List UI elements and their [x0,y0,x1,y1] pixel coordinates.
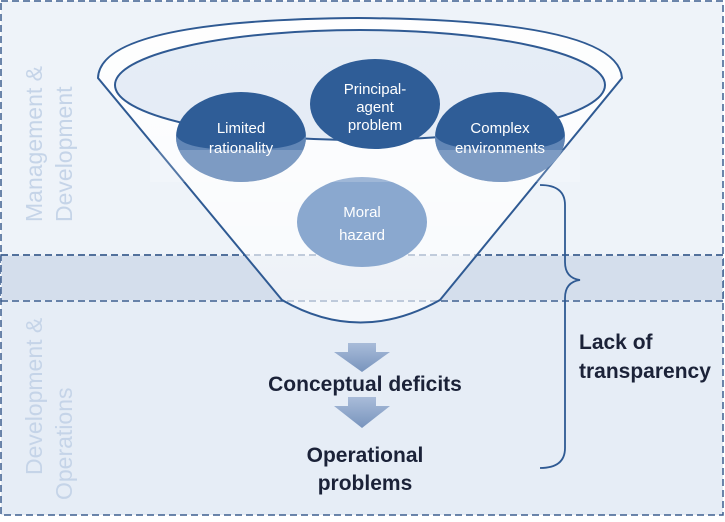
label-limited-rationality-line2: rationality [209,140,274,157]
label-moral-hazard-line1: Moral [343,204,381,221]
zone-label-top-line1: Management & [21,66,47,222]
outcome-operational-line2: problems [318,472,413,495]
zone-label-top-line2: Development [51,86,77,222]
ellipse-principal-agent-problem [310,59,440,149]
outcome-operational-line1: Operational [307,444,424,467]
label-moral-hazard-line2: hazard [339,227,385,244]
bracket-label-line1: Lack of [579,331,654,354]
arrow-to-operational-problems [334,397,390,428]
arrow-to-conceptual-deficits [334,343,390,372]
ellipse-moral-hazard [297,177,427,267]
label-complex-environments-line2: environments [455,140,545,157]
label-principal-agent-line3: problem [348,117,402,134]
label-complex-environments-line1: Complex [470,120,530,137]
label-principal-agent-line2: agent [356,99,394,116]
ellipse-complex-environments [435,92,565,182]
outcome-conceptual-deficits: Conceptual deficits [268,373,462,396]
zone-label-bottom-line1: Development & [21,318,47,475]
label-principal-agent-line1: Principal- [344,81,407,98]
bracket-lack-of-transparency [539,184,581,469]
zone-label-bottom-line2: Operations [51,387,77,500]
label-limited-rationality-line1: Limited [217,120,265,137]
bracket-label-line2: transparency [579,360,711,383]
ellipse-limited-rationality [176,92,306,182]
